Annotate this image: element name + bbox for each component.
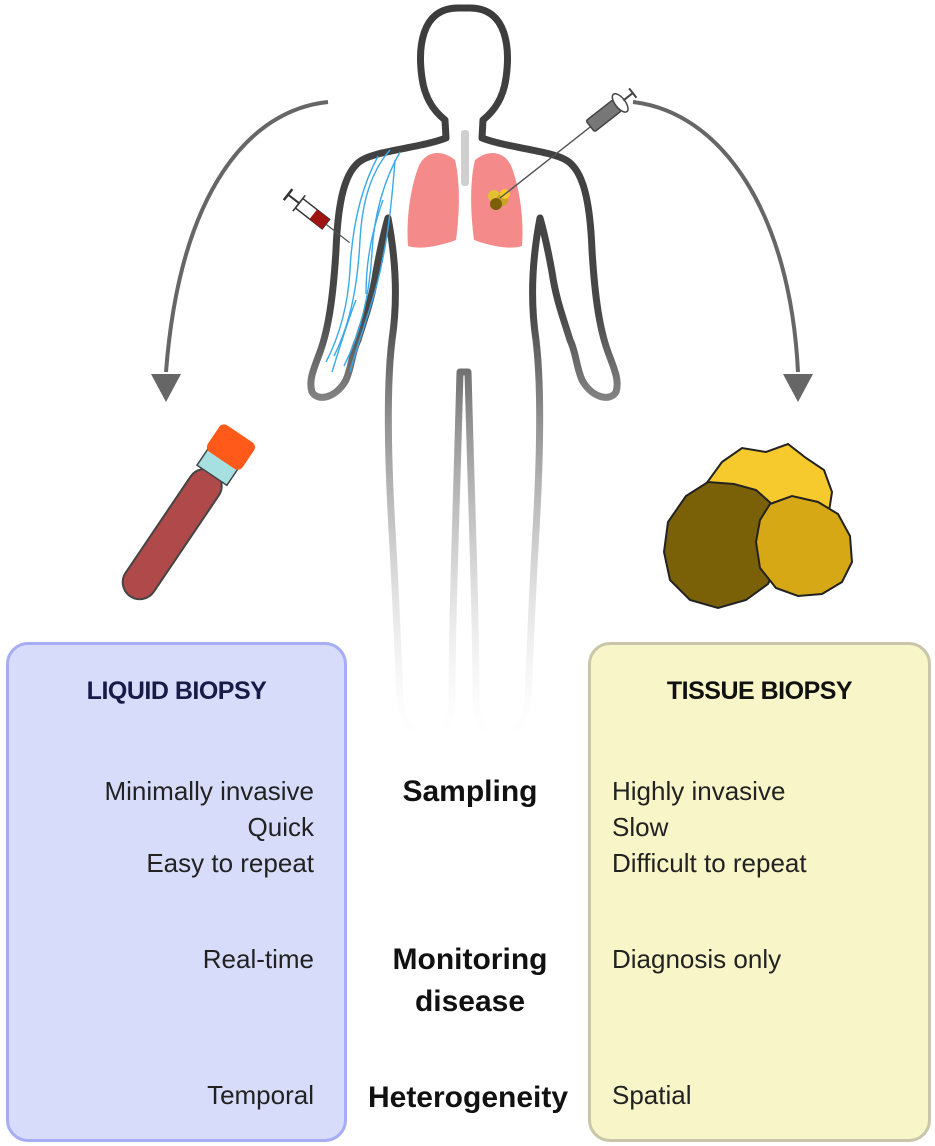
liquid-biopsy-panel: LIQUID BIOPSY Minimally invasive Quick E… [6,642,347,1142]
tissue-heterogeneity: Spatial [612,1080,692,1110]
tissue-sampling-3: Difficult to repeat [612,848,807,878]
liquid-heterogeneity: Temporal [207,1080,314,1110]
arrow-to-liquid [151,100,329,402]
arrow-to-tissue [632,100,813,402]
criterion-sampling: Sampling [402,775,538,808]
tissue-sample-icon [662,442,854,610]
trachea [461,130,469,186]
tissue-biopsy-panel: TISSUE BIOPSY Highly invasive Slow Diffi… [588,642,931,1142]
arm-veins [325,149,401,373]
liquid-monitoring: Real-time [202,944,314,974]
criterion-monitoring-line1: Monitoring [392,943,548,976]
tissue-sampling-2: Slow [612,812,669,842]
tissue-monitoring: Diagnosis only [612,944,782,974]
liquid-sampling-3: Easy to repeat [146,848,314,878]
liquid-sampling-2: Quick [247,812,314,842]
blood-tube-icon [121,424,255,601]
tissue-sampling-1: Highly invasive [612,776,786,806]
tissue-biopsy-title: TISSUE BIOPSY [666,677,853,705]
human-body-figure [307,4,621,738]
criterion-heterogeneity: Heterogeneity [367,1081,569,1114]
liquid-sampling-1: Minimally invasive [104,776,315,806]
criterion-monitoring-line2: disease [414,985,526,1018]
biopsy-needle-icon [499,87,638,199]
liquid-biopsy-title: LIQUID BIOPSY [86,677,267,705]
blood-draw-syringe-icon [282,188,350,244]
